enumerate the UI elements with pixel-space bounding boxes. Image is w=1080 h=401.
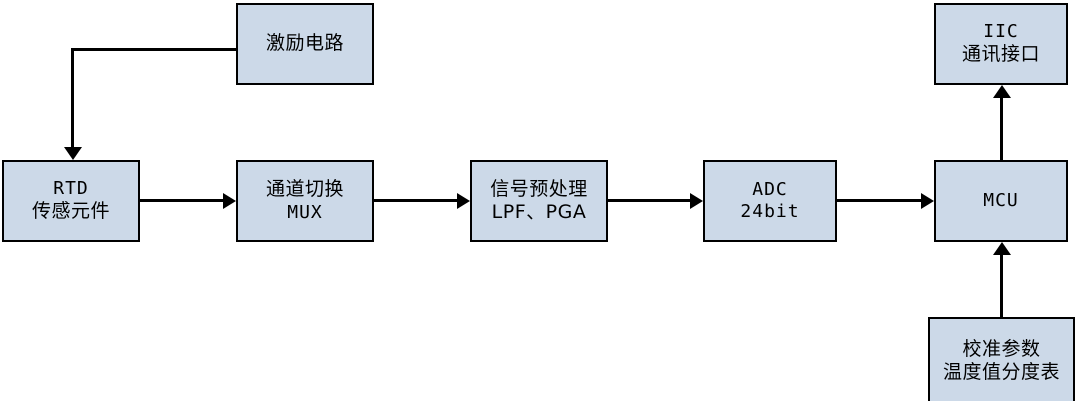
connector-rtd-to-mux-arrowhead bbox=[223, 192, 236, 209]
node-excitation-line-1: 激励电路 bbox=[265, 32, 344, 55]
node-rtd-sensor-line-2: 传感元件 bbox=[31, 200, 110, 223]
node-rtd-sensor[interactable]: RTD 传感元件 bbox=[2, 160, 140, 242]
node-signal-preprocess[interactable]: 信号预处理 LPF、PGA bbox=[470, 160, 608, 242]
node-channel-mux-line-2: MUX bbox=[287, 201, 323, 223]
connector-preprocess-to-adc-line bbox=[608, 199, 691, 202]
connector-mux-to-preprocess-arrowhead bbox=[457, 192, 470, 209]
connector-adc-to-mcu-line bbox=[837, 199, 922, 202]
connector-excitation-to-rtd-horizontal bbox=[71, 48, 238, 51]
node-iic-interface[interactable]: IIC 通讯接口 bbox=[934, 3, 1068, 85]
node-mcu-line-1: MCU bbox=[983, 190, 1019, 212]
node-mcu[interactable]: MCU bbox=[934, 160, 1068, 242]
node-signal-preprocess-line-1: 信号预处理 bbox=[490, 177, 588, 200]
node-iic-interface-line-2: 通讯接口 bbox=[961, 43, 1040, 66]
node-calibration-table[interactable]: 校准参数 温度值分度表 bbox=[928, 317, 1075, 401]
node-rtd-sensor-line-1: RTD bbox=[53, 178, 89, 200]
connector-calibration-to-mcu-line bbox=[1000, 254, 1003, 317]
node-adc-line-2: 24bit bbox=[740, 201, 800, 222]
connector-mcu-to-iic-arrowhead bbox=[992, 85, 1011, 98]
connector-preprocess-to-adc-arrowhead bbox=[690, 192, 703, 209]
node-signal-preprocess-line-2: LPF、PGA bbox=[491, 201, 587, 223]
node-excitation[interactable]: 激励电路 bbox=[236, 3, 374, 85]
connector-excitation-to-rtd-arrowhead bbox=[63, 147, 82, 160]
connector-calibration-to-mcu-arrowhead bbox=[992, 242, 1011, 255]
node-channel-mux-line-1: 通道切换 bbox=[265, 178, 344, 201]
connector-rtd-to-mux-line bbox=[140, 199, 224, 202]
connector-adc-to-mcu-arrowhead bbox=[921, 192, 934, 209]
node-calibration-table-line-1: 校准参数 bbox=[962, 337, 1041, 360]
connector-excitation-to-rtd-vertical bbox=[71, 48, 74, 148]
node-adc[interactable]: ADC 24bit bbox=[703, 160, 837, 242]
node-iic-interface-line-1: IIC bbox=[983, 21, 1019, 43]
connector-mux-to-preprocess-line bbox=[374, 199, 458, 202]
node-channel-mux[interactable]: 通道切换 MUX bbox=[236, 160, 374, 242]
node-calibration-table-line-2: 温度值分度表 bbox=[942, 361, 1060, 383]
node-adc-line-1: ADC bbox=[752, 179, 788, 201]
connector-mcu-to-iic-line bbox=[1000, 97, 1003, 160]
